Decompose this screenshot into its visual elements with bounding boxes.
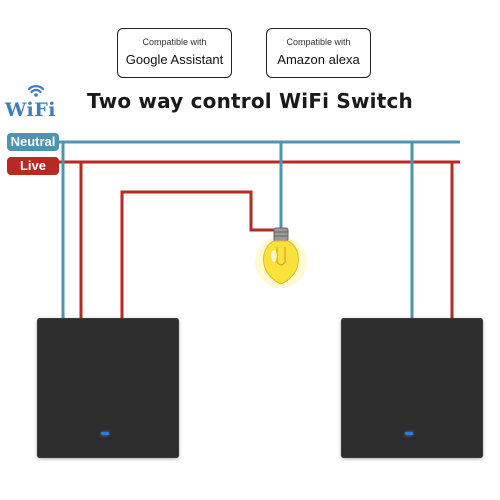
wifi-signal-icon xyxy=(27,85,45,97)
left-wall-switch xyxy=(37,318,179,458)
neutral-wire-label: Neutral xyxy=(7,133,59,151)
google-badge-name: Google Assistant xyxy=(125,52,224,67)
google-badge-caption: Compatible with xyxy=(142,37,207,47)
diagram-title: Two way control WiFi Switch xyxy=(87,89,413,113)
live-wire-label: Live xyxy=(7,157,59,175)
google-assistant-badge: Compatible with Google Assistant xyxy=(117,28,232,78)
right-switch-led-indicator xyxy=(405,432,413,435)
amazon-alexa-badge: Compatible with Amazon alexa xyxy=(266,28,371,78)
left-switch-led-indicator xyxy=(101,432,109,435)
right-wall-switch xyxy=(341,318,483,458)
left-switch-load-wire xyxy=(120,190,281,320)
light-bulb-icon xyxy=(255,227,307,288)
wifi-logo-text: WiFi xyxy=(5,99,56,121)
alexa-badge-name: Amazon alexa xyxy=(277,52,360,67)
alexa-badge-caption: Compatible with xyxy=(286,37,351,47)
